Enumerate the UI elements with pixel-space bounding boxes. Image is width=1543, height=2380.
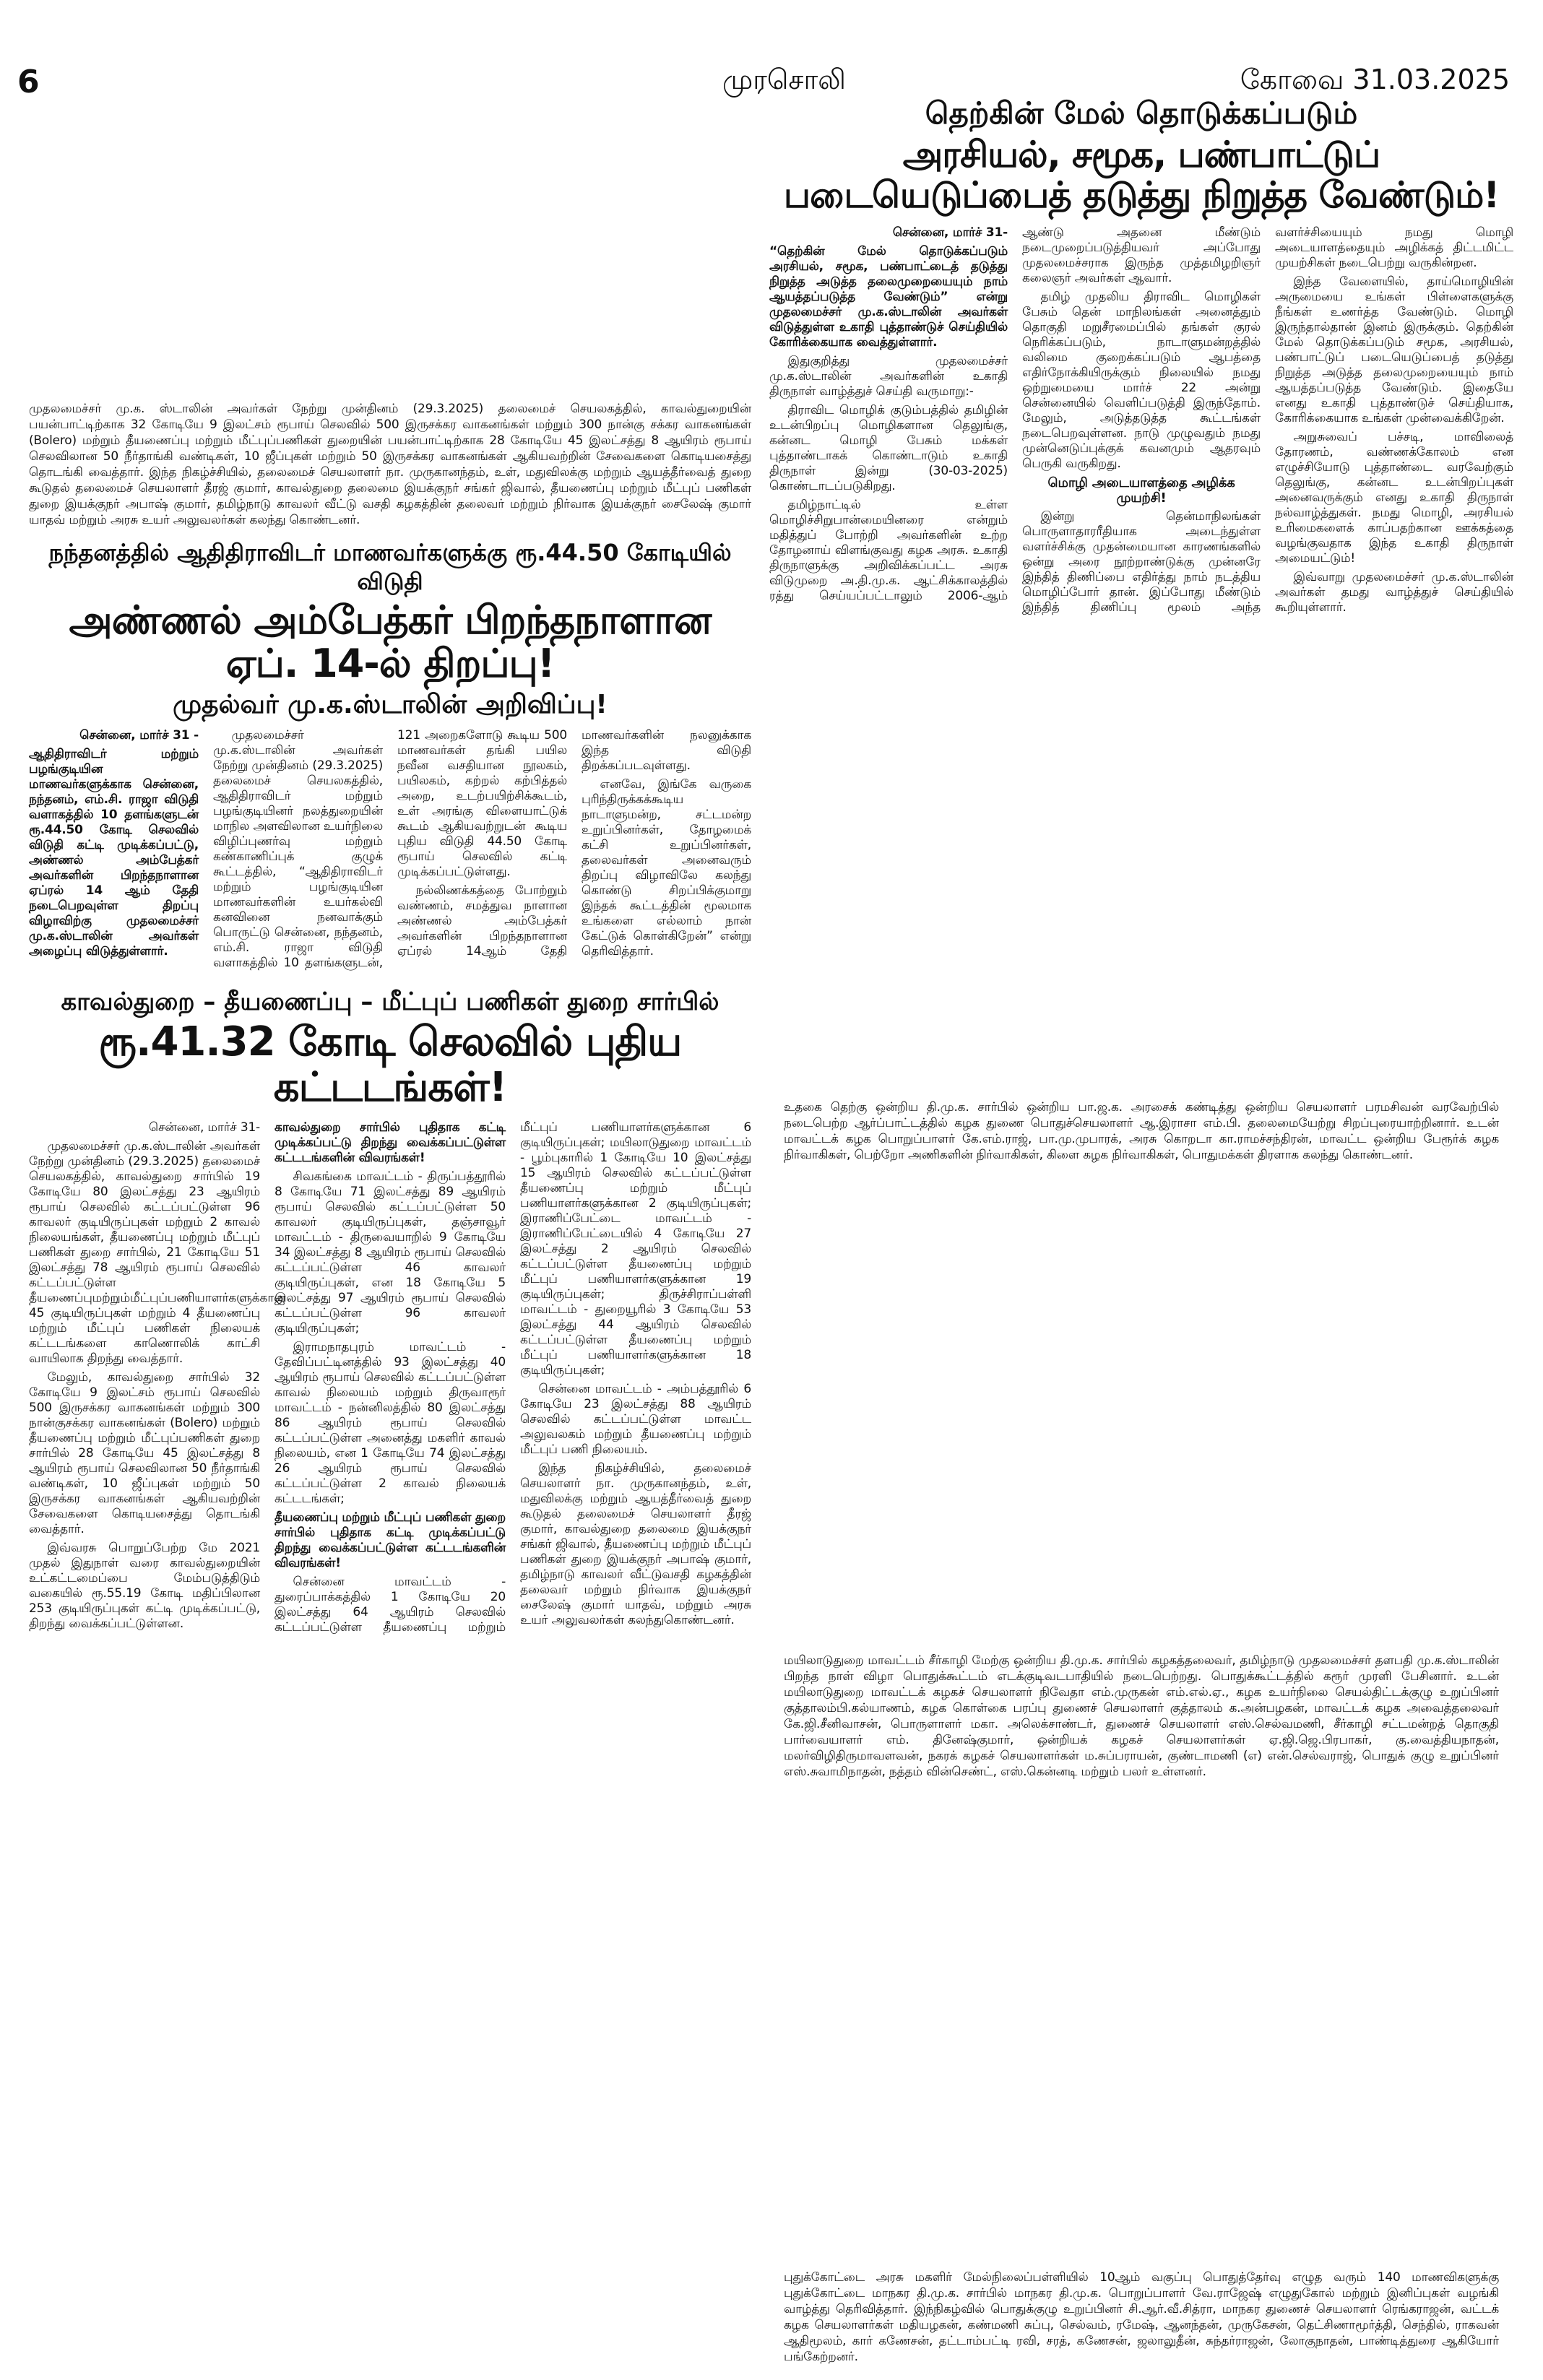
paragraph: தமிழ்நாட்டில் உள்ள மொழிச்சிறுபான்மையினரை… bbox=[769, 225, 1261, 603]
paragraph: மேலும், காவல்துறை சார்பில் 32 கோடியே 9 இ… bbox=[29, 1370, 260, 1537]
article2-headline: அண்ணல் அம்பேத்கர் பிறந்தநாளான ஏப். 14-ல்… bbox=[69, 597, 712, 687]
article1-headline: அரசியல், சமூக, பண்பாட்டுப் படையெடுப்பைத்… bbox=[783, 134, 1500, 216]
article3-subhead: தீயணைப்பு மற்றும் மீட்புப் பணிகள் துறை ச… bbox=[275, 1510, 506, 1571]
dateline: சென்னை, மார்ச் 31- bbox=[148, 1120, 260, 1135]
paragraph: சென்னை மாவட்டம் - துரைப்பாக்கத்தில் 1 கோ… bbox=[275, 1120, 751, 1635]
paragraph: திராவிட மொழிக் குடும்பத்தில் தமிழின் உடன… bbox=[769, 403, 1008, 493]
paragraph: சிவகங்கை மாவட்டம் - திருப்பத்தூரில் 8 கோ… bbox=[275, 1169, 506, 1336]
photo-caption-vehicles: முதலமைச்சர் மு.க. ஸ்டாலின் அவர்கள் நேற்ற… bbox=[29, 402, 751, 527]
photo-mayiladuthurai-meeting bbox=[769, 1169, 1513, 1647]
newspaper-name: முரசொலி bbox=[722, 64, 846, 95]
edition-date: கோவை 31.03.2025 bbox=[1240, 64, 1510, 95]
article2-body: சென்னை, மார்ச் 31 - ஆதிதிராவிடர் மற்றும்… bbox=[29, 728, 751, 971]
photo-caption-udhagai: உதகை தெற்கு ஒன்றிய தி.மு.க. சார்பில் ஒன்… bbox=[784, 1100, 1499, 1162]
paragraph: இந்த வேளையில், தாய்மொழியின் அருமையை உங்க… bbox=[1275, 274, 1513, 425]
photo-caption-pudukkottai: புதுக்கோட்டை அரசு மகளிர் மேல்நிலைப்பள்ளி… bbox=[784, 2270, 1499, 2364]
photo-vehicle-flagoff bbox=[29, 119, 751, 401]
paragraph: எனவே, இங்கே வருகை புரிந்திருக்கக்கூடிய ந… bbox=[582, 776, 751, 959]
paragraph: இவ்வரசு பொறுப்பேற்ற மே 2021 முதல் இதுநாள… bbox=[29, 1541, 260, 1632]
photo-udhagai-protest bbox=[769, 615, 1513, 1094]
paragraph: நல்லிணக்கத்தை போற்றும் வண்ணம், சமத்துவ ந… bbox=[397, 727, 751, 959]
article3-headline: ரூ.41.32 கோடி செலவில் புதிய கட்டடங்கள்! bbox=[98, 1018, 683, 1111]
paragraph: இந்த நிகழ்ச்சியில், தலைமைச் செயலாளர் நா.… bbox=[520, 1461, 751, 1628]
paragraph: அறுசுவைப் பச்சடி, மாவிலைத் தோரணம், வண்ணக… bbox=[1275, 430, 1513, 566]
paragraph: முதலமைச்சர் மு.க.ஸ்டாலின் அவர்கள் நேற்று… bbox=[213, 727, 567, 970]
page-number: 6 bbox=[17, 64, 40, 100]
article2-subheadline: முதல்வர் மு.க.ஸ்டாலின் அறிவிப்பு! bbox=[173, 689, 608, 719]
paragraph: தமிழ் முதலிய திராவிட மொழிகள் பேசும் தென்… bbox=[1022, 290, 1261, 471]
article3-subhead: காவல்துறை சார்பில் புதிதாக கட்டி முடிக்க… bbox=[275, 1120, 506, 1166]
paragraph: முதலமைச்சர் மு.க.ஸ்டாலின் அவர்கள் நேற்று… bbox=[29, 1139, 286, 1367]
paragraph: இதுகுறித்து முதலமைச்சர் மு.க.ஸ்டாலின் அவ… bbox=[769, 354, 1008, 399]
article3-kicker: காவல்துறை – தீயணைப்பு – மீட்புப் பணிகள் … bbox=[61, 987, 719, 1016]
dateline: சென்னை, மார்ச் 31- bbox=[892, 225, 1008, 240]
right-column: தெற்கின் மேல் தொடுக்கப்படும் அரசியல், சம… bbox=[769, 95, 1513, 2371]
left-column: முதலமைச்சர் மு.க. ஸ்டாலின் அவர்கள் நேற்ற… bbox=[29, 119, 751, 1635]
article2-kicker: நந்தனத்தில் ஆதிதிராவிடர் மாணவர்களுக்கு ர… bbox=[48, 539, 732, 595]
paragraph: இவ்வாறு முதலமைச்சர் மு.க.ஸ்டாலின் அவர்கள… bbox=[1275, 570, 1513, 615]
paragraph: இன்று தென்மாநிலங்கள் பொருளாதாரரீதியாக அட… bbox=[1022, 225, 1513, 615]
article1-lead: “தெற்கின் மேல் தொடுக்கப்படும் அரசியல், ச… bbox=[769, 244, 1008, 350]
article1-subhead: மொழி அடையாளத்தை அழிக்க முயற்சி! bbox=[1047, 475, 1235, 506]
photo-pudukkottai-school bbox=[769, 1786, 1513, 2264]
article3-body: சென்னை, மார்ச் 31- முதலமைச்சர் மு.க.ஸ்டா… bbox=[29, 1120, 751, 1635]
article2-lead: ஆதிதிராவிடர் மற்றும் பழங்குடியின மாணவர்க… bbox=[29, 746, 199, 959]
paragraph: இராமநாதபுரம் மாவட்டம் - தேவிப்பட்டினத்தி… bbox=[275, 1340, 506, 1507]
dateline: சென்னை, மார்ச் 31 - bbox=[79, 727, 199, 743]
article1-body: சென்னை, மார்ச் 31- “தெற்கின் மேல் தொடுக்… bbox=[769, 225, 1513, 615]
paragraph: சென்னை மாவட்டம் - அம்பத்தூரில் 6 கோடியே … bbox=[520, 1382, 751, 1458]
article1-kicker: தெற்கின் மேல் தொடுக்கப்படும் bbox=[925, 95, 1358, 131]
photo-caption-mayiladuthurai: மயிலாடுதுறை மாவட்டம் சீர்காழி மேற்கு ஒன்… bbox=[784, 1653, 1499, 1779]
